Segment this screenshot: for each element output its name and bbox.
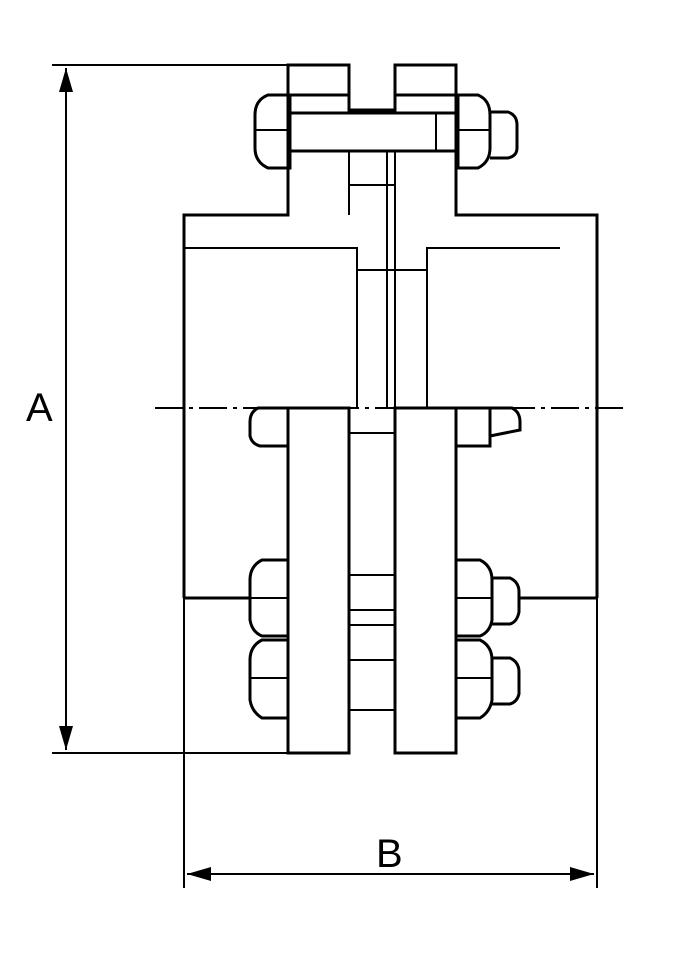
lower-bolt2-left-nut [248,638,290,720]
dim-a-arrow-bottom [59,726,73,750]
top-bolt-left-nut [253,93,292,170]
lower-bolt1-tip [492,576,521,626]
dim-b-arrow-left [187,867,211,881]
lower-bolt2-right-nut [454,638,494,720]
center-bolt-tip [489,406,522,438]
lower-bolt1-right-nut [454,558,494,638]
top-bolt-shaft [288,111,460,153]
inner-bore-right [426,247,560,408]
dim-b-arrow-right [570,867,594,881]
center-left-half-nut [248,406,288,448]
dimension-a-label: A [26,386,53,430]
pipe-body-outline [182,63,599,598]
inner-bore-left [184,247,358,408]
lower-bolt2-tip [492,656,521,706]
dim-a-arrow-top [59,68,73,92]
top-bolt-right-nut [456,93,492,170]
dimension-b-label: B [376,832,403,876]
center-right-half-nut [456,406,492,448]
lower-flange-left [286,406,351,755]
lower-bolt1-left-nut [248,558,290,638]
lower-flange-right [393,406,458,755]
top-bolt-tip [490,110,519,160]
